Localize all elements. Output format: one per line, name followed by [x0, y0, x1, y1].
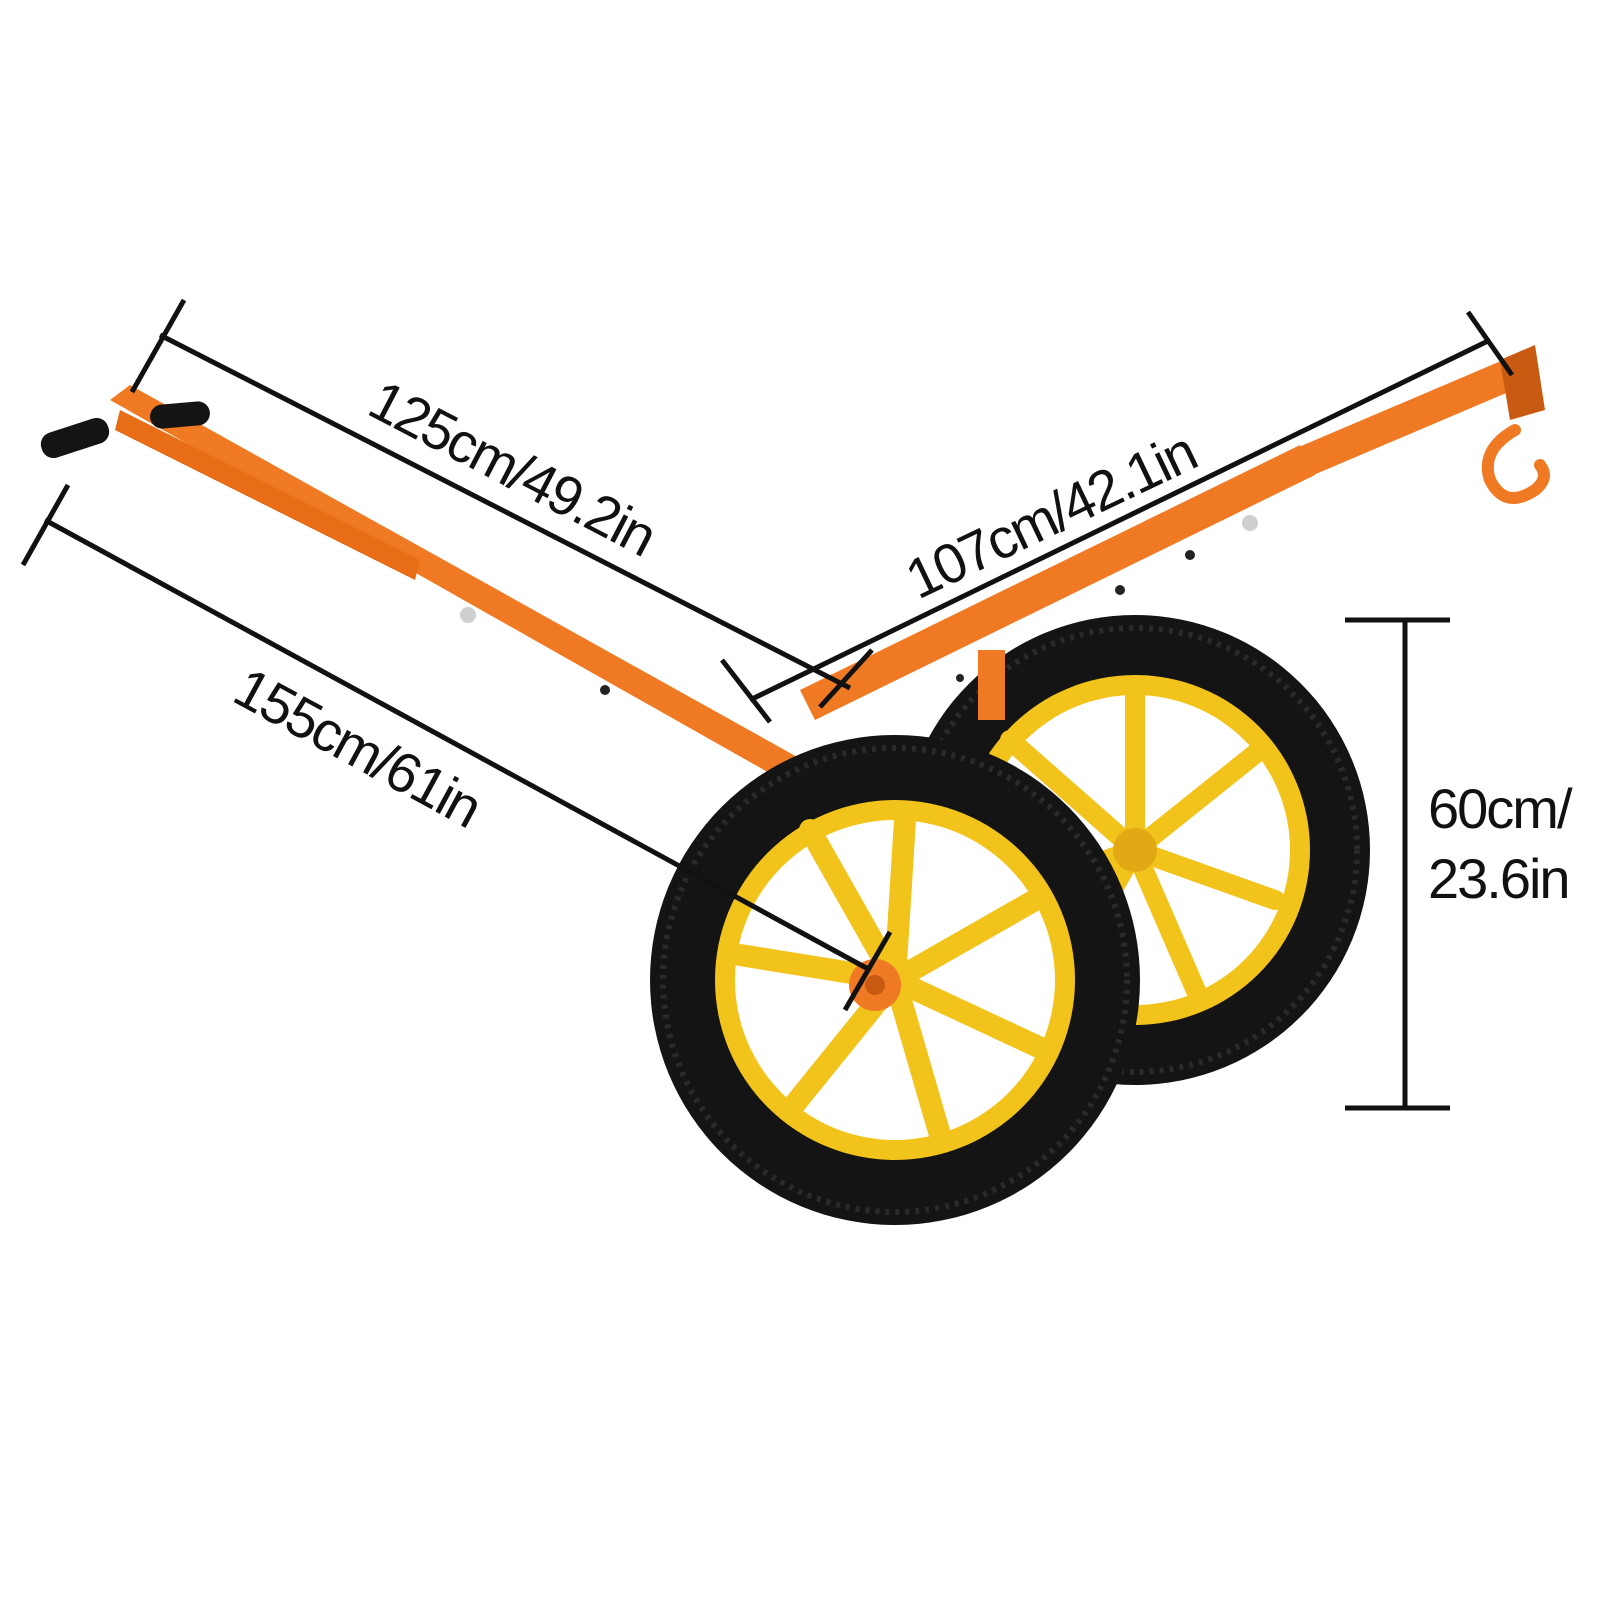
- lifting-hook: [1481, 424, 1550, 504]
- dimension-lines: [20, 298, 1515, 1111]
- height-label-line2: 23.6in: [1428, 847, 1569, 910]
- handle-length-label: 125cm/49.2in: [359, 368, 665, 568]
- height-label-line1: 60cm/: [1428, 777, 1573, 840]
- overall-length-label: 155cm/61in: [224, 655, 491, 839]
- front-wheel: [650, 735, 1140, 1225]
- handle-grips: [40, 401, 210, 459]
